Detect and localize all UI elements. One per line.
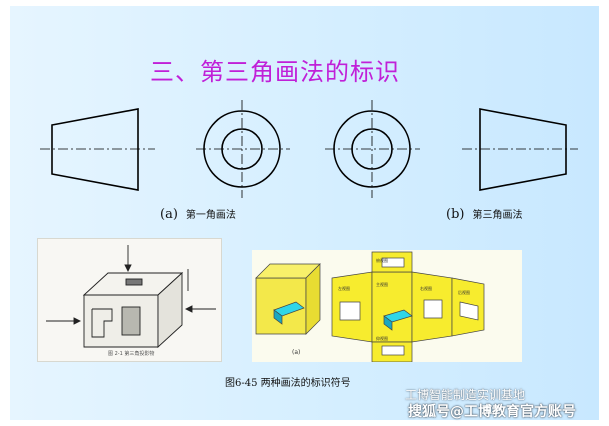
first-angle-trapezoid [51,108,139,191]
third-angle-object-photo: 图 2-1 第三角投影物 [37,238,222,362]
watermark-line-1: 工博智能制造实训基地 [405,388,526,402]
view-label-bottom: 仰视图 [376,335,388,341]
view-label-top: 俯视图 [376,257,388,263]
label-third-angle: (b) 第三角画法 [446,206,522,222]
projection-box-photo: 左视图 主视图 右视图 后视图 俯视图 仰视图 (a) [252,250,522,363]
label-first-angle-tag: (a) [160,207,178,222]
view-label-right: 右视图 [420,285,432,291]
right-photo-caption: (a) [292,349,301,356]
label-third-angle-tag: (b) [446,207,465,222]
left-photo-caption: 图 2-1 第三角投影物 [108,351,155,357]
label-first-angle-text: 第一角画法 [185,210,236,221]
view-label-left: 左视图 [338,285,350,291]
projection-box-drawing: 左视图 主视图 右视图 后视图 俯视图 仰视图 [255,251,485,363]
label-third-angle-text: 第三角画法 [472,210,523,221]
watermark-line-2: 搜狐号@工博教育官方账号 [408,404,576,420]
slide-title: 三、第三角画法的标识 [150,58,400,86]
label-first-angle: (a) 第一角画法 [160,206,236,222]
third-angle-object-drawing [46,245,216,349]
third-angle-trapezoid [479,108,567,191]
view-label-front: 主视图 [376,281,388,287]
figure-caption: 图6-45 两种画法的标识符号 [225,378,351,389]
view-label-rear: 后视图 [458,289,470,295]
